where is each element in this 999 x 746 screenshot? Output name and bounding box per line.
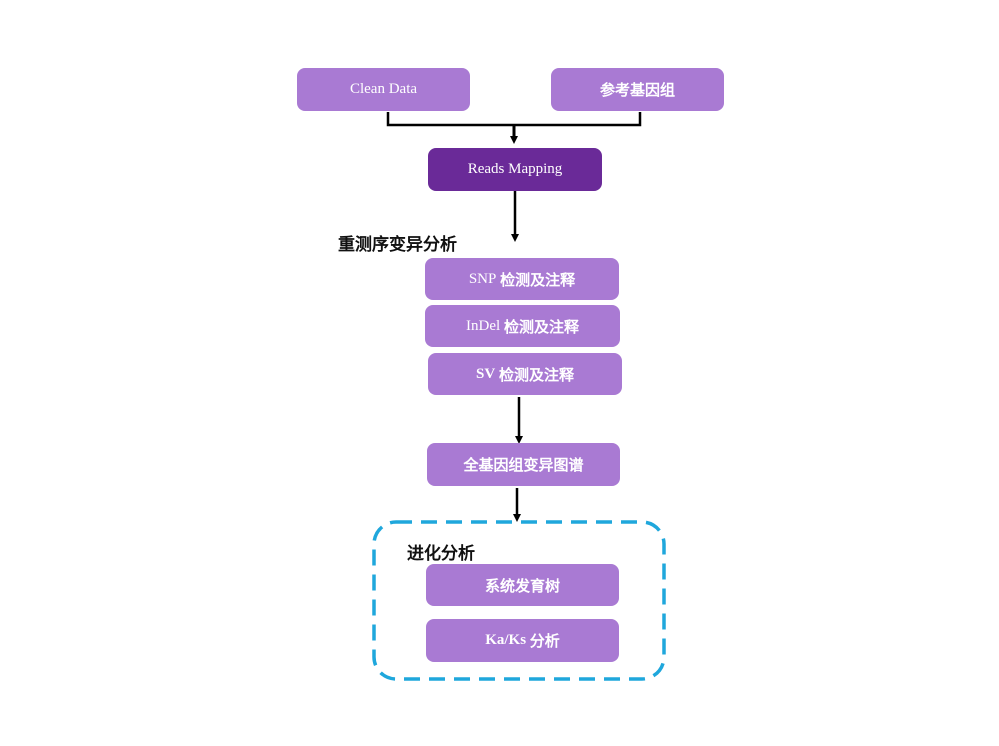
clean-data-label: Clean Data [349, 81, 418, 97]
reads-mapping-node: Reads Mapping [428, 148, 602, 191]
indel-suffix: 检测及注释 [503, 317, 579, 336]
kaks-suffix: 分析 [529, 632, 560, 650]
reads-mapping-label: Reads Mapping [467, 161, 563, 177]
sv-suffix: 检测及注释 [498, 365, 574, 384]
snp-node: SNP 检测及注释 [425, 258, 619, 300]
snp-prefix: SNP [468, 270, 497, 287]
reference-genome-label: 参考基因组 [599, 81, 675, 99]
snp-suffix: 检测及注释 [500, 270, 576, 289]
evolution-label: 进化分析 [407, 544, 475, 564]
sv-prefix: SV [476, 365, 496, 382]
phylo-tree-node: 系统发育树 [426, 564, 619, 606]
kaks-prefix: Ka/Ks [485, 632, 527, 648]
sv-node: SV 检测及注释 [428, 353, 622, 395]
evolution-dashed-group [372, 520, 666, 681]
indel-node: InDel 检测及注释 [425, 305, 620, 347]
kaks-node: Ka/Ks 分析 [426, 619, 619, 662]
indel-prefix: InDel [466, 317, 501, 334]
variation-map-node: 全基因组变异图谱 [427, 443, 620, 486]
variation-map-label: 全基因组变异图谱 [463, 456, 584, 474]
phylo-tree-label: 系统发育树 [484, 576, 560, 595]
resequencing-label: 重测序变异分析 [338, 235, 457, 255]
reference-genome-node: 参考基因组 [551, 68, 724, 111]
merge-bracket [386, 112, 642, 127]
clean-data-node: Clean Data [297, 68, 470, 111]
